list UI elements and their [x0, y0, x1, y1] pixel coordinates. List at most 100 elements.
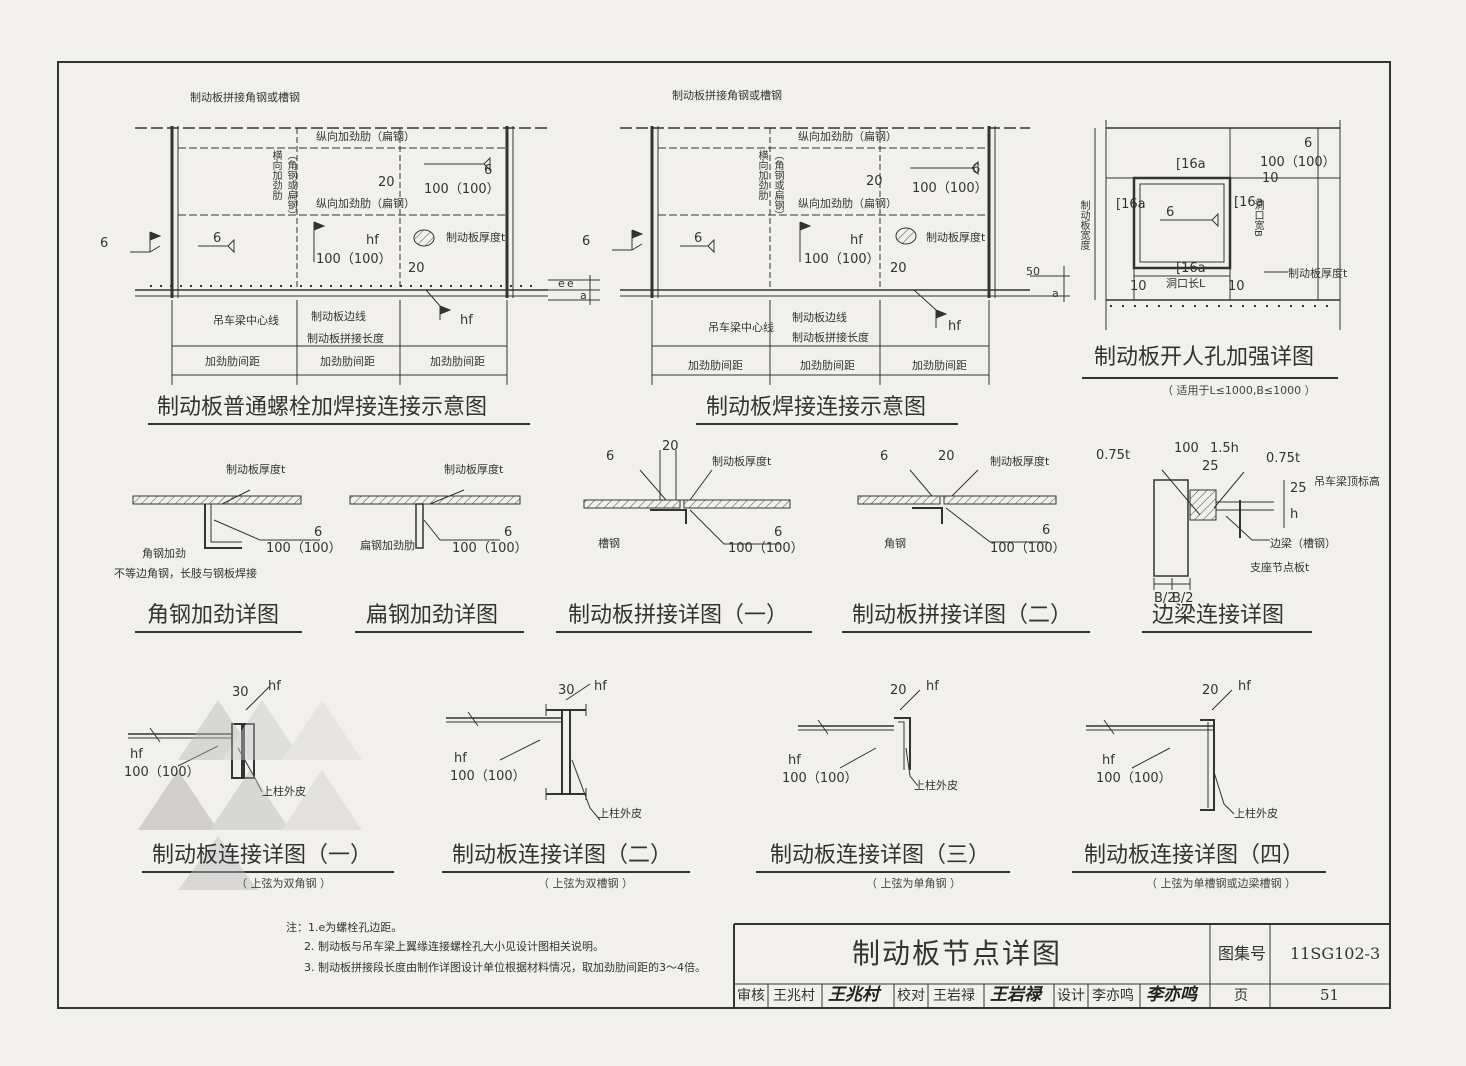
view9-column-face: 上柱外皮 [262, 785, 306, 798]
view1-splice-length: 制动板拼接长度 [307, 332, 384, 345]
view7-weld-6a: 6 [880, 449, 889, 464]
view8-dim-100: 100 [1174, 441, 1199, 456]
view10-hf-b: hf [454, 751, 467, 766]
view11-subtitle: （ 上弦为单角钢 ） [866, 877, 961, 890]
view3-channel-left: [16a [1116, 197, 1146, 212]
view2-pitch-a: 100（100） [912, 181, 988, 196]
view2-hf-a: hf [850, 233, 863, 248]
view6-weld-6a: 6 [606, 449, 615, 464]
view12-dim-20: 20 [1202, 683, 1219, 698]
atlas-label: 图集号 [1218, 944, 1267, 963]
view1-spacing-2: 加劲肋间距 [320, 355, 375, 368]
view3-weld-6a: 6 [1304, 136, 1313, 151]
view11-pitch: 100（100） [782, 771, 858, 786]
view12-title: 制动板连接详图（四） [1084, 843, 1305, 868]
view1-thickness-label: 制动板厚度t [446, 231, 506, 244]
view8-title: 边梁连接详图 [1152, 603, 1285, 628]
view4-pitch: 100（100） [266, 541, 342, 556]
view1-a: a [580, 289, 587, 302]
view2-linework [612, 126, 1070, 385]
view6-linework [583, 450, 791, 545]
view1-hf-b: hf [460, 313, 473, 328]
view4-linework [132, 489, 320, 549]
view7-thickness-label: 制动板厚度t [990, 455, 1050, 468]
view2-hf-b: hf [948, 319, 961, 334]
view4-angle-label: 角钢加劲 [142, 547, 186, 560]
view12-subtitle: （ 上弦为单槽钢或边梁槽钢 ） [1146, 877, 1296, 890]
view10-hf-a: hf [594, 679, 607, 694]
view1-dim-20b: 20 [408, 261, 425, 276]
view1-edge-label: 制动板边线 [311, 310, 366, 323]
view3-channel-right: [16a [1234, 195, 1264, 210]
view8-weld-075b: 0.75t [1266, 451, 1301, 466]
view10-title: 制动板连接详图（二） [452, 843, 673, 868]
view3-thickness-label: 制动板厚度t [1288, 267, 1348, 280]
view10-linework [446, 683, 601, 821]
view2-spacing-2: 加劲肋间距 [800, 359, 855, 372]
note-3: 3. 制动板拼接段长度由制作详图设计单位根据材料情况，取加劲肋间距的3～4倍。 [304, 961, 706, 974]
view8-b-half-1: B/2 [1154, 591, 1176, 606]
check-label: 校对 [897, 988, 925, 1004]
view8-top-elevation: 吊车梁顶标高 [1314, 475, 1380, 488]
view9-title: 制动板连接详图（一） [152, 843, 373, 868]
view4-note: 不等边角钢，长肢与钢板焊接 [114, 567, 257, 580]
view1-centerline-label: 吊车梁中心线 [213, 314, 279, 327]
watermark [138, 700, 362, 890]
view9-pitch: 100（100） [124, 765, 200, 780]
view5-flat-label: 扁钢加劲肋 [360, 539, 415, 552]
view4-title: 角钢加劲详图 [147, 603, 280, 628]
drawing-title: 制动板节点详图 [852, 937, 1063, 970]
view9-hf-a: hf [268, 679, 281, 694]
view11-title: 制动板连接详图（三） [770, 843, 991, 868]
view1-weld-6c: 6 [484, 163, 493, 178]
view1-hf-a: hf [366, 233, 379, 248]
view1-weld-6a: 6 [100, 236, 109, 251]
view7-angle-label: 角钢 [884, 537, 906, 550]
view8-dim-25a: 25 [1202, 459, 1219, 474]
view6-weld-6b: 6 [774, 525, 783, 540]
view1-pitch-b: 100（100） [316, 252, 392, 267]
view7-title: 制动板拼接详图（二） [852, 603, 1073, 628]
view11-column-face: 上柱外皮 [914, 779, 958, 792]
view4-thickness-label: 制动板厚度t [226, 463, 286, 476]
view2-pitch-b: 100（100） [804, 252, 880, 267]
view12-hf-b: hf [1102, 753, 1115, 768]
view3-hole-length: 洞口长L [1166, 277, 1206, 290]
view2-trans-stiffener: 横向加劲肋 [756, 150, 767, 200]
view8-dim-15h: 1.5h [1210, 441, 1239, 456]
view10-subtitle: （ 上弦为双槽钢 ） [538, 877, 633, 890]
designer-name: 李亦鸣 [1092, 988, 1134, 1004]
view6-thickness-label: 制动板厚度t [712, 455, 772, 468]
view3-channel-top: [16a [1176, 157, 1206, 172]
view2-weld-6a: 6 [582, 234, 591, 249]
view11-hf-a: hf [926, 679, 939, 694]
view10-pitch: 100（100） [450, 769, 526, 784]
view1-e2: e [567, 277, 574, 290]
view1-weld-6b: 6 [213, 231, 222, 246]
view1-dim-20a: 20 [378, 175, 395, 190]
view2-thickness-label: 制动板厚度t [926, 231, 986, 244]
note-2: 2. 制动板与吊车梁上翼缘连接螺栓孔大小见设计图相关说明。 [304, 940, 604, 953]
view3-dim-10c: 10 [1262, 171, 1279, 186]
view3-width-label: 制动板宽度 [1078, 200, 1089, 250]
view2-dim-20b: 20 [890, 261, 907, 276]
view8-dim-h: h [1290, 507, 1299, 522]
view8-gusset: 支座节点板t [1250, 561, 1310, 574]
view3-pitch: 100（100） [1260, 155, 1336, 170]
view11-hf-b: hf [788, 753, 801, 768]
page-label: 页 [1234, 988, 1248, 1004]
view9-linework [128, 685, 271, 793]
view12-pitch: 100（100） [1096, 771, 1172, 786]
view7-weld-6b: 6 [1042, 523, 1051, 538]
view1-splice-label: 制动板拼接角钢或槽钢 [190, 91, 300, 104]
view12-column-face: 上柱外皮 [1234, 807, 1278, 820]
view3-hole-width: 洞口宽B [1252, 200, 1263, 237]
designer-signature: 李亦鸣 [1146, 985, 1197, 1005]
view1-spacing-1: 加劲肋间距 [205, 355, 260, 368]
view1-long-stiffener-2: 纵向加劲肋（扁钢） [316, 197, 415, 210]
view3-subtitle: （ 适用于L≤1000,B≤1000 ） [1162, 384, 1316, 397]
design-label: 设计 [1057, 988, 1085, 1004]
view5-linework [349, 489, 521, 549]
